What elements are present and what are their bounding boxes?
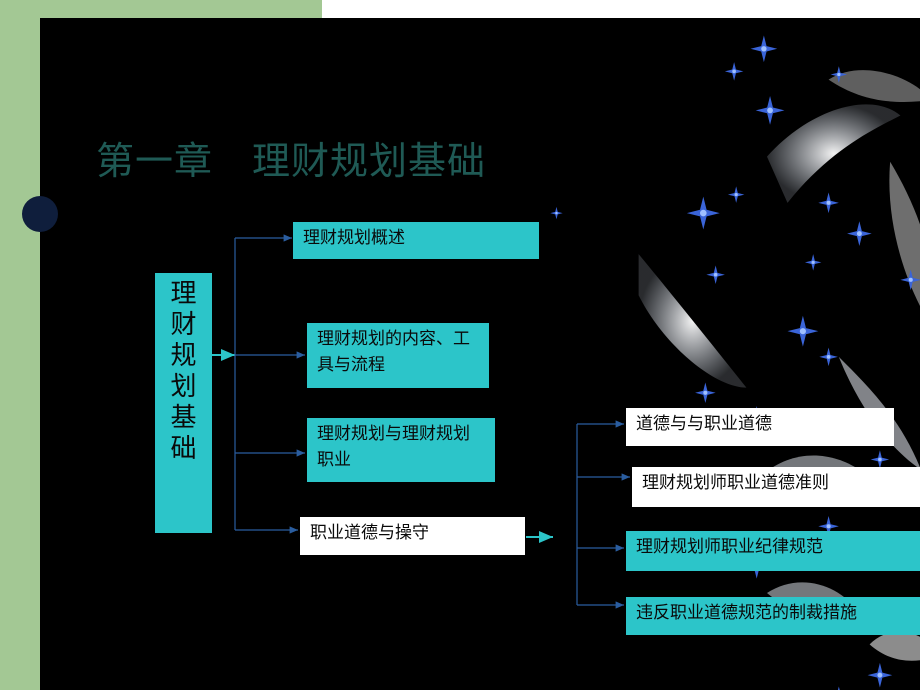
level2-node-ethics-code: 理财规划师职业道德准则 [632,467,920,507]
level1-node-ethics: 职业道德与操守 [300,517,525,555]
top-frame-strip [40,0,322,18]
level2-node-sanctions: 违反职业道德规范的制裁措施 [626,597,920,635]
root-char: 础 [170,434,197,464]
level1-node-career: 理财规划与理财规划职业 [307,418,495,482]
slide-title: 第一章 理财规划基础 [96,139,487,183]
root-char: 划 [170,372,197,402]
level2-node-discipline: 理财规划师职业纪律规范 [626,531,920,571]
level2-node-morality: 道德与与职业道德 [626,408,894,446]
root-char: 规 [170,341,197,371]
root-node-box: 理 财 规 划 基 础 [155,273,212,533]
root-char: 理 [170,279,197,309]
left-frame-strip [0,0,40,690]
level1-node-overview: 理财规划概述 [293,222,539,259]
bullet-circle-icon [22,196,58,232]
root-char: 财 [170,310,197,340]
level1-node-content-tools-process: 理财规划的内容、工具与流程 [307,323,489,388]
root-char: 基 [170,403,197,433]
